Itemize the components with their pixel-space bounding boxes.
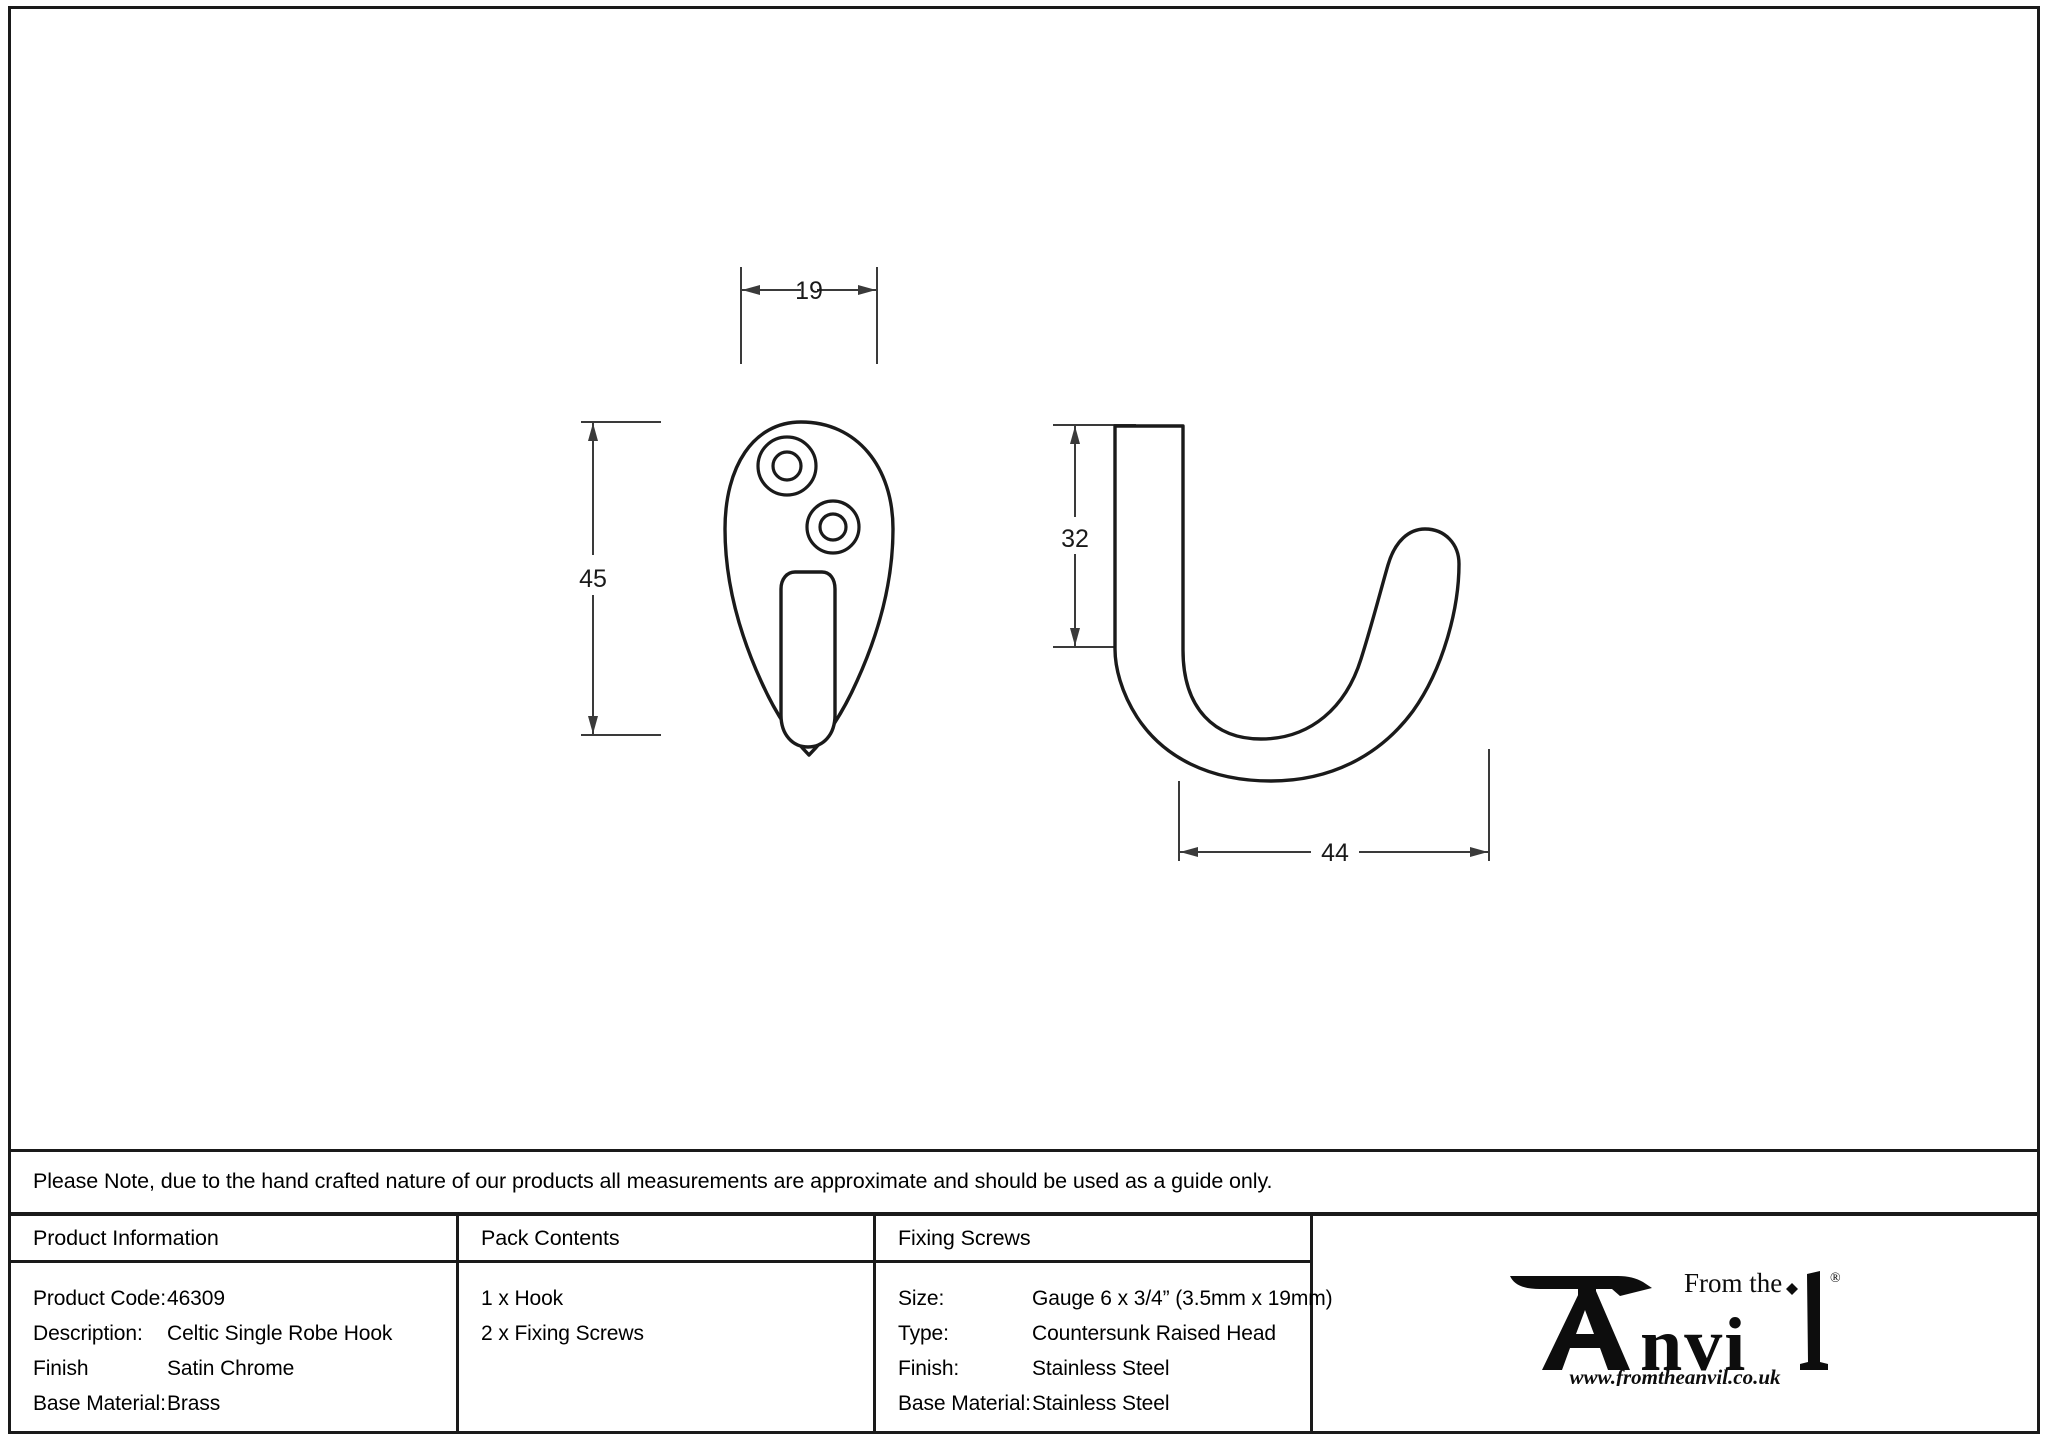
label-screw-base-material: Base Material: xyxy=(898,1392,1031,1415)
heading-pack-contents: Pack Contents xyxy=(459,1216,873,1263)
heading-fixing-screws: Fixing Screws xyxy=(876,1216,1310,1263)
body-product-information: Product Code: 46309 Description: Celtic … xyxy=(11,1263,456,1417)
anvil-icon xyxy=(1510,1276,1652,1298)
heading-product-information: Product Information xyxy=(11,1216,456,1263)
table-row: Base Material: Brass xyxy=(33,1390,456,1417)
column-brand-logo: From the ® nvi www.fromtheanvil.co.uk xyxy=(1313,1216,2037,1434)
dimension-label-19: 19 xyxy=(795,277,823,305)
sheet-border-frame: 19 45 xyxy=(8,6,2040,1434)
logo-wordmark-body: nvi xyxy=(1640,1303,1747,1386)
registered-trademark-symbol: ® xyxy=(1830,1271,1841,1286)
value-screw-type: Countersunk Raised Head xyxy=(1032,1322,1277,1345)
label-description: Description: xyxy=(33,1322,143,1345)
lower-screw-hole-inner xyxy=(818,512,848,542)
dimension-19-group xyxy=(740,267,878,364)
column-product-information: Product Information Product Code: 46309 … xyxy=(11,1216,459,1434)
letter-a-glyph xyxy=(1542,1291,1630,1370)
table-row: Finish Satin Chrome xyxy=(33,1355,456,1382)
measurement-note-row: Please Note, due to the hand crafted nat… xyxy=(11,1149,2037,1212)
list-item: 1 x Hook xyxy=(481,1287,564,1310)
label-screw-type: Type: xyxy=(898,1322,949,1345)
value-screw-size: Gauge 6 x 3/4” (3.5mm x 19mm) xyxy=(1032,1287,1333,1310)
dimension-label-32: 32 xyxy=(1061,525,1089,553)
table-row: Product Code: 46309 xyxy=(33,1285,456,1312)
table-row: Type: Countersunk Raised Head xyxy=(898,1320,1310,1347)
label-screw-finish: Finish: xyxy=(898,1357,960,1380)
table-row: Base Material: Stainless Steel xyxy=(898,1390,1310,1417)
diamond-ornament-icon xyxy=(1786,1283,1798,1295)
logo-from-the-text: From the xyxy=(1684,1268,1782,1298)
side-hook-profile xyxy=(1113,424,1461,783)
side-elevation-robe-hook xyxy=(1113,424,1461,783)
body-fixing-screws: Size: Gauge 6 x 3/4” (3.5mm x 19mm) Type… xyxy=(876,1263,1333,1417)
label-finish: Finish xyxy=(33,1357,89,1380)
column-fixing-screws: Fixing Screws Size: Gauge 6 x 3/4” (3.5m… xyxy=(876,1216,1333,1434)
value-product-code: 46309 xyxy=(167,1287,225,1310)
from-the-anvil-logo: From the ® nvi www.fromtheanvil.co.uk xyxy=(1500,1258,1850,1386)
value-screw-finish: Stainless Steel xyxy=(1032,1357,1170,1380)
body-pack-contents: 1 x Hook 2 x Fixing Screws xyxy=(459,1263,873,1347)
measurement-note-text: Please Note, due to the hand crafted nat… xyxy=(33,1169,1273,1194)
specification-table: Product Information Product Code: 46309 … xyxy=(11,1212,2037,1434)
value-finish: Satin Chrome xyxy=(167,1357,295,1380)
value-description: Celtic Single Robe Hook xyxy=(167,1322,393,1345)
front-elevation-robe-hook xyxy=(723,420,895,757)
table-row: Size: Gauge 6 x 3/4” (3.5mm x 19mm) xyxy=(898,1285,1333,1312)
logo-website-url: www.fromtheanvil.co.uk xyxy=(1570,1365,1781,1386)
dimension-44-group xyxy=(1178,749,1490,861)
dimension-45-group xyxy=(581,421,661,736)
logo-cell: From the ® nvi www.fromtheanvil.co.uk xyxy=(1313,1216,2037,1434)
label-base-material: Base Material: xyxy=(33,1392,166,1415)
table-row: Description: Celtic Single Robe Hook xyxy=(33,1320,456,1347)
technical-drawing-area: 19 45 xyxy=(11,9,2037,1149)
column-pack-contents: Pack Contents 1 x Hook 2 x Fixing Screws xyxy=(459,1216,876,1434)
label-screw-size: Size: xyxy=(898,1287,945,1310)
table-row: Finish: Stainless Steel xyxy=(898,1355,1310,1382)
hook-tongue-outline xyxy=(779,570,837,749)
list-item: 2 x Fixing Screws xyxy=(481,1322,644,1345)
upper-screw-hole-inner xyxy=(771,450,803,482)
dimension-label-44: 44 xyxy=(1321,839,1349,867)
dimension-label-45: 45 xyxy=(579,565,607,593)
value-base-material: Brass xyxy=(167,1392,221,1415)
label-product-code: Product Code: xyxy=(33,1287,166,1310)
letter-l-riser-glyph xyxy=(1800,1271,1828,1370)
value-screw-base-material: Stainless Steel xyxy=(1032,1392,1170,1415)
